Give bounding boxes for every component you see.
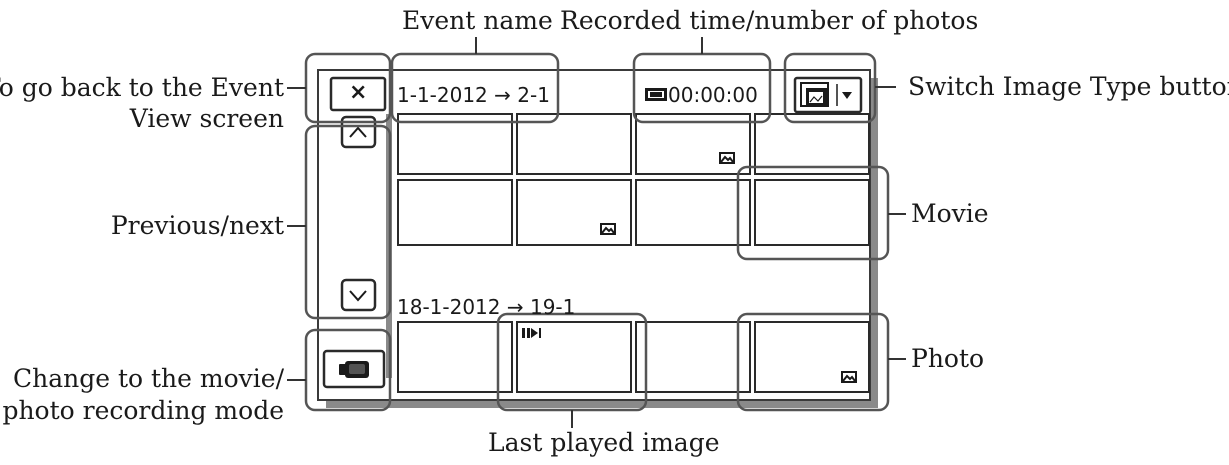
photo-icon	[841, 371, 857, 383]
label-back-line1: To go back to the Event	[0, 73, 284, 102]
thumbnail-movie[interactable]	[754, 179, 870, 246]
label-back-line2: View screen	[129, 104, 284, 133]
label-prev-next: Previous/next	[110, 211, 284, 240]
label-last-played: Last played image	[488, 428, 720, 457]
last-played-icon	[522, 328, 541, 338]
thumbnail[interactable]	[516, 179, 632, 246]
close-icon: ×	[349, 80, 368, 105]
label-recorded-time: Recorded time/number of photos	[560, 6, 979, 35]
recorded-time: 00:00:00	[668, 83, 758, 107]
event1-date-range: 1-1-2012 → 2-1	[397, 83, 550, 107]
image-type-icon	[800, 82, 829, 107]
thumbnail[interactable]	[516, 113, 632, 175]
callout-box-change-mode	[304, 328, 392, 412]
chevron-up-icon	[349, 126, 367, 138]
thumbnail-grid-event1	[397, 113, 870, 246]
thumbnail[interactable]	[397, 321, 513, 393]
label-event-name: Event name	[402, 6, 553, 35]
chevron-down-icon	[349, 290, 367, 302]
next-button[interactable]	[340, 278, 377, 312]
thumbnail[interactable]	[635, 321, 751, 393]
photo-icon	[600, 223, 616, 235]
label-change-line1: Change to the movie/	[12, 364, 284, 393]
movie-camera-icon	[339, 361, 369, 378]
label-change-line2: photo recording mode	[2, 396, 284, 425]
label-movie: Movie	[911, 199, 989, 228]
callout-box-prev-next	[304, 124, 392, 320]
close-button[interactable]	[329, 76, 387, 112]
callout-box-photo	[736, 312, 890, 412]
photo-icon	[719, 152, 735, 164]
event2-date-range: 18-1-2012 → 19-1	[397, 295, 576, 319]
previous-button[interactable]	[340, 115, 377, 149]
thumbnail[interactable]	[397, 113, 513, 175]
film-strip-icon	[645, 88, 667, 101]
thumbnail[interactable]	[635, 179, 751, 246]
thumbnail[interactable]	[754, 113, 870, 175]
thumbnail[interactable]	[397, 179, 513, 246]
triangle-down-icon	[842, 92, 852, 99]
label-photo: Photo	[911, 344, 985, 373]
label-switch: Switch Image Type button	[908, 72, 1229, 101]
